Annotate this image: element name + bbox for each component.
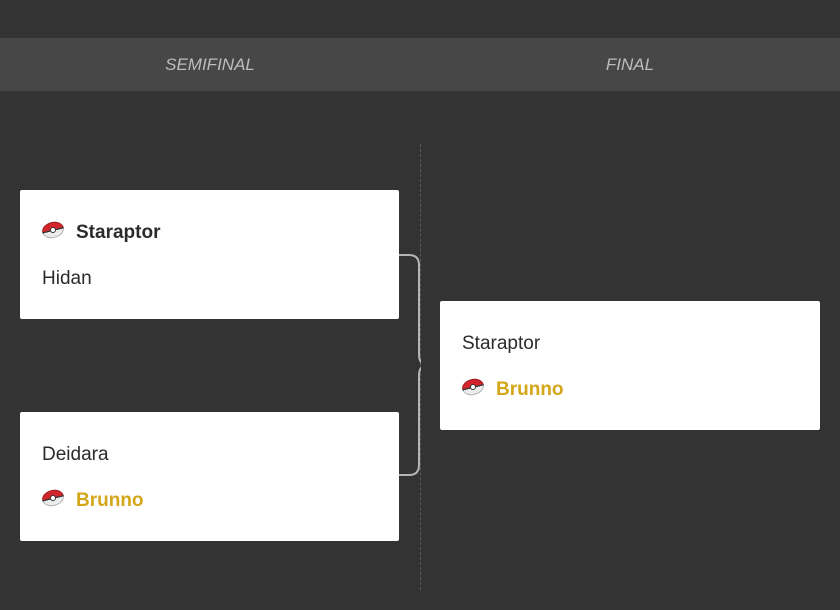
player-row[interactable]: Brunno (42, 489, 144, 513)
player-name: Brunno (76, 490, 144, 511)
match-final[interactable]: Staraptor Brunno (440, 301, 820, 430)
player-row[interactable]: Deidara (42, 443, 109, 467)
player-name: Brunno (496, 379, 564, 400)
player-name: Staraptor (462, 333, 541, 354)
player-name: Hidan (42, 268, 92, 289)
player-row[interactable]: Hidan (42, 267, 92, 291)
round-label-final: FINAL (605, 55, 655, 74)
pokeball-icon (40, 220, 65, 241)
player-name: Deidara (42, 444, 109, 465)
pokeball-icon (460, 377, 485, 398)
pokeball-icon (40, 488, 65, 509)
match-semifinal-1[interactable]: Staraptor Hidan (20, 190, 399, 319)
round-label-semifinal: SEMIFINAL (165, 55, 255, 74)
player-row[interactable]: Staraptor (462, 332, 540, 356)
match-semifinal-2[interactable]: Deidara Brunno (20, 412, 399, 541)
player-name: Staraptor (76, 222, 161, 243)
round-divider (420, 144, 421, 590)
player-row[interactable]: Staraptor (42, 221, 160, 245)
round-header-bar: SEMIFINAL FINAL (0, 38, 840, 91)
player-row[interactable]: Brunno (462, 378, 564, 402)
bracket-connector (399, 254, 421, 476)
